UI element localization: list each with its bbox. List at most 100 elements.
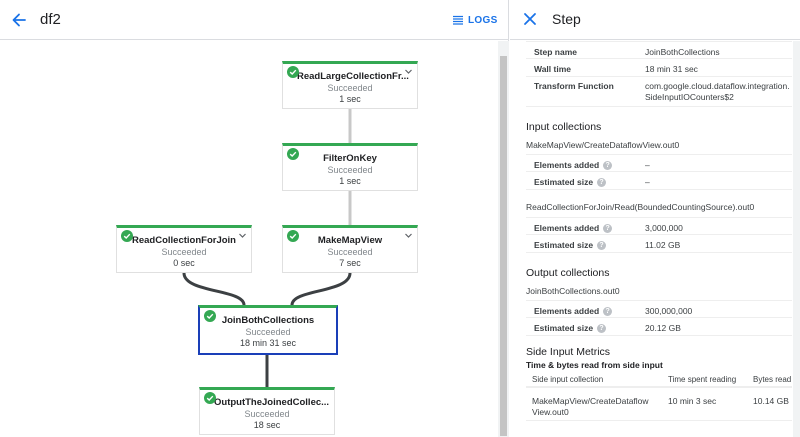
- col-time-spent-reading: Time spent reading: [668, 375, 737, 384]
- output-collections-title: Output collections: [526, 267, 610, 279]
- node-time: 0 sec: [173, 258, 195, 268]
- node-status: Succeeded: [327, 247, 373, 257]
- step-details-pane: Step Step name JoinBothCollections Wall …: [510, 0, 800, 437]
- details-scrollbar[interactable]: [793, 41, 800, 437]
- node-filter-on-key[interactable]: FilterOnKey Succeeded 1 sec: [282, 143, 418, 191]
- side-input-bytes: 10.14 GB: [753, 396, 789, 406]
- success-check-icon: [287, 230, 299, 242]
- logs-icon: [453, 15, 463, 25]
- node-make-map-view[interactable]: MakeMapView Succeeded 7 sec: [282, 225, 418, 273]
- wall-time-value: 18 min 31 sec: [645, 64, 698, 74]
- wall-time-label: Wall time: [534, 64, 571, 74]
- node-join-both-collections[interactable]: JoinBothCollections Succeeded 18 min 31 …: [198, 305, 338, 355]
- node-name: JoinBothCollections: [221, 315, 315, 326]
- input-1-size-value: –: [645, 177, 650, 187]
- job-header: df2 LOGS: [0, 0, 509, 40]
- transform-value-line1: com.google.cloud.dataflow.integration.: [645, 81, 790, 91]
- success-check-icon: [287, 66, 299, 78]
- input-2-size-row: Estimated size? 11.02 GB: [526, 235, 792, 253]
- help-icon[interactable]: ?: [603, 307, 613, 317]
- side-input-table-header: Side input collection Time spent reading…: [526, 371, 792, 387]
- help-icon[interactable]: ?: [597, 324, 607, 334]
- input-2-elements-row: Elements added? 3,000,000: [526, 217, 792, 235]
- wall-time-row: Wall time 18 min 31 sec: [526, 59, 792, 77]
- panel-title: Step: [552, 11, 581, 27]
- transform-label: Transform Function: [534, 81, 614, 91]
- node-read-large-collection[interactable]: ReadLargeCollectionFr... Succeeded 1 sec: [282, 61, 418, 109]
- input-collections-title: Input collections: [526, 121, 602, 133]
- node-status: Succeeded: [245, 327, 291, 337]
- close-icon[interactable]: [522, 11, 538, 27]
- help-icon[interactable]: ?: [603, 224, 613, 234]
- help-icon[interactable]: ?: [597, 178, 607, 188]
- success-check-icon: [121, 230, 133, 242]
- logs-button[interactable]: LOGS: [452, 12, 498, 28]
- estimated-size-label: Estimated size: [534, 240, 594, 250]
- col-bytes-read: Bytes read: [753, 375, 792, 384]
- side-input-time: 10 min 3 sec: [668, 396, 717, 406]
- step-name-label: Step name: [534, 47, 577, 57]
- side-input-metrics-title: Side Input Metrics: [526, 346, 611, 358]
- node-status: Succeeded: [327, 83, 373, 93]
- chevron-down-icon[interactable]: [404, 67, 413, 76]
- edge-mapview-to-join: [290, 272, 352, 306]
- node-read-collection-for-join[interactable]: ReadCollectionForJoin Succeeded 0 sec: [116, 225, 252, 273]
- node-output-joined-collection[interactable]: OutputTheJoinedCollec... Succeeded 18 se…: [199, 387, 335, 435]
- step-details: Step name JoinBothCollections Wall time …: [510, 41, 793, 437]
- step-header: Step: [510, 0, 800, 40]
- edge-readjoin-to-join: [182, 272, 246, 306]
- estimated-size-label: Estimated size: [534, 177, 594, 187]
- job-title: df2: [40, 11, 61, 28]
- input-2-elements-value: 3,000,000: [645, 223, 683, 233]
- side-input-name-line1: MakeMapView/CreateDataflow: [532, 396, 649, 406]
- node-time: 7 sec: [339, 258, 361, 268]
- input-1-elements-value: –: [645, 160, 650, 170]
- node-status: Succeeded: [161, 247, 207, 257]
- node-status: Succeeded: [244, 409, 290, 419]
- elements-added-label: Elements added: [534, 160, 600, 170]
- step-name-row: Step name JoinBothCollections: [526, 41, 792, 59]
- pipeline-graph[interactable]: ReadLargeCollectionFr... Succeeded 1 sec…: [0, 41, 498, 437]
- output-elements-value: 300,000,000: [645, 306, 693, 316]
- output-size-row: Estimated size? 20.12 GB: [526, 318, 792, 336]
- node-name: OutputTheJoinedCollec...: [214, 397, 330, 408]
- input-collection-1-name: MakeMapView/CreateDataflowView.out0: [526, 140, 680, 150]
- node-name: ReadCollectionForJoin: [132, 235, 236, 246]
- success-check-icon: [287, 148, 299, 160]
- output-collection-name: JoinBothCollections.out0: [526, 286, 620, 296]
- chevron-down-icon[interactable]: [404, 231, 413, 240]
- job-graph-pane: df2 LOGS ReadLargeCollectionFr...: [0, 0, 509, 437]
- col-side-input-collection: Side input collection: [532, 375, 604, 384]
- elements-added-label: Elements added: [534, 306, 600, 316]
- side-input-name-line2: View.out0: [532, 407, 569, 417]
- scrollbar-thumb[interactable]: [500, 56, 507, 436]
- input-2-size-value: 11.02 GB: [645, 240, 681, 250]
- elements-added-label: Elements added: [534, 223, 600, 233]
- output-size-value: 20.12 GB: [645, 323, 681, 333]
- output-elements-row: Elements added? 300,000,000: [526, 300, 792, 318]
- success-check-icon: [204, 310, 216, 322]
- node-status: Succeeded: [327, 165, 373, 175]
- node-time: 1 sec: [339, 94, 361, 104]
- input-collection-2-name: ReadCollectionForJoin/Read(BoundedCounti…: [526, 202, 755, 212]
- transform-function-row: Transform Function com.google.cloud.data…: [526, 77, 792, 107]
- logs-label: LOGS: [468, 14, 498, 26]
- node-name: MakeMapView: [317, 235, 383, 246]
- node-name: FilterOnKey: [323, 153, 377, 164]
- node-time: 18 min 31 sec: [239, 338, 297, 348]
- graph-scrollbar[interactable]: [498, 41, 509, 437]
- input-1-elements-row: Elements added? –: [526, 154, 792, 172]
- chevron-down-icon[interactable]: [238, 231, 247, 240]
- help-icon[interactable]: ?: [603, 161, 613, 171]
- estimated-size-label: Estimated size: [534, 323, 594, 333]
- back-arrow-icon[interactable]: [9, 10, 29, 30]
- help-icon[interactable]: ?: [597, 241, 607, 251]
- side-input-subtitle: Time & bytes read from side input: [526, 360, 663, 370]
- node-time: 1 sec: [339, 176, 361, 186]
- node-time: 18 sec: [253, 420, 281, 430]
- step-name-value: JoinBothCollections: [645, 47, 720, 57]
- node-name: ReadLargeCollectionFr...: [297, 71, 409, 82]
- input-1-size-row: Estimated size? –: [526, 172, 792, 190]
- side-input-table-row: MakeMapView/CreateDataflow View.out0 10 …: [526, 387, 792, 421]
